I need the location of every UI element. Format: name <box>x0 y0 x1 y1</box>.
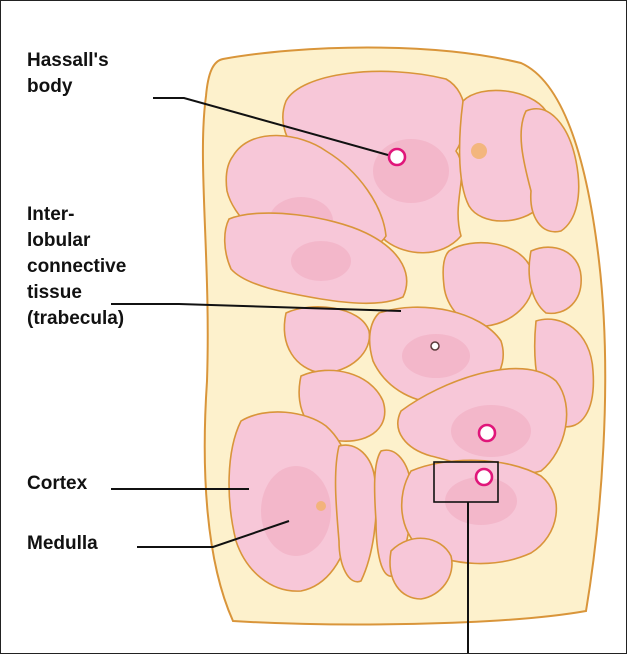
medulla-lower-left <box>261 466 331 556</box>
spot-lower-left <box>316 501 326 511</box>
hassall-body-top <box>389 149 405 165</box>
label-cortex: Cortex <box>27 471 87 497</box>
label-medulla: Medulla <box>27 531 98 557</box>
hassall-body-right-lower <box>476 469 492 485</box>
label-interlobular-connective-tissue: Inter- lobular connective tissue (trabec… <box>27 202 126 332</box>
medulla-top-center <box>373 139 449 203</box>
medulla-middle-center <box>402 334 470 378</box>
hassall-body-right-upper <box>479 425 495 441</box>
medulla-left-middle <box>291 241 351 281</box>
label-hassalls-body: Hassall's body <box>27 48 109 100</box>
spot-top-right <box>471 143 487 159</box>
small-vessel <box>431 342 439 350</box>
lobule-right-small <box>529 247 581 313</box>
